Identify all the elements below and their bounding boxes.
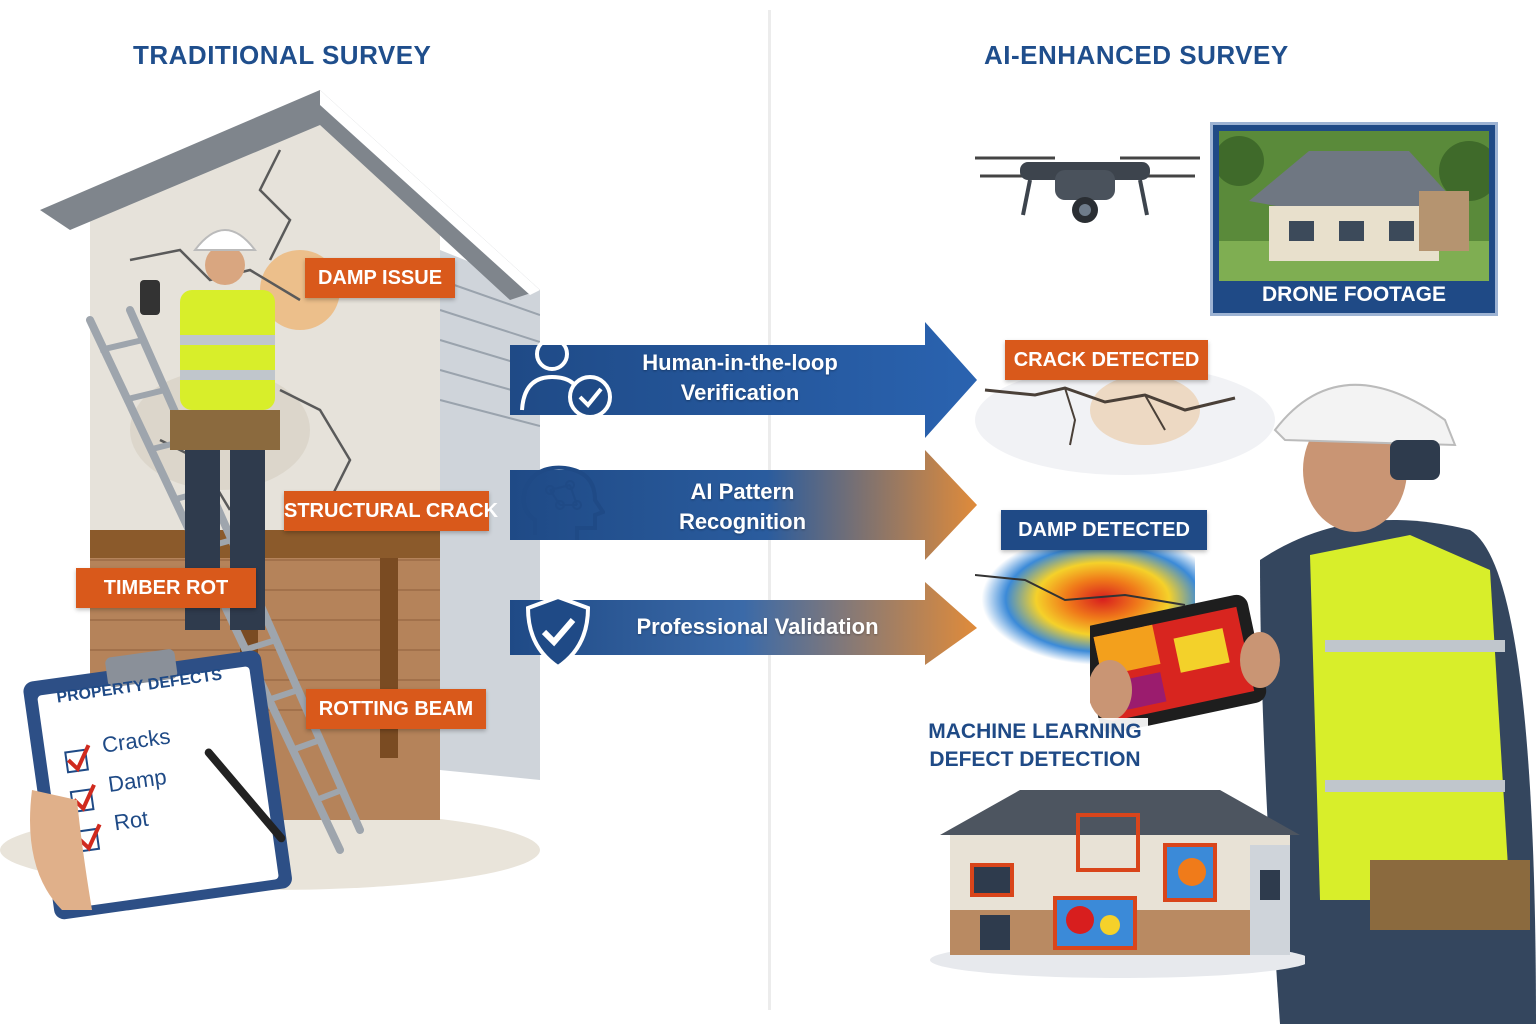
brain-icon: [521, 465, 605, 540]
ml-defect-detection-title: MACHINE LEARNING DEFECT DETECTION: [922, 718, 1148, 774]
damp-issue-label: DAMP ISSUE: [305, 258, 455, 298]
clipboard-item-rot: Rot: [112, 805, 150, 836]
flow-step-ai-recognition: AI Pattern Recognition: [610, 477, 875, 537]
aerial-house-photo: [1219, 131, 1489, 281]
flow-arrows: [510, 322, 977, 665]
flow-step-2-line1: AI Pattern: [690, 479, 795, 504]
traditional-survey-heading: TRADITIONAL SURVEY: [133, 40, 432, 70]
flow-step-3-line1: Professional Validation: [636, 614, 879, 639]
flow-step-1-line1: Human-in-the-loop: [642, 350, 838, 375]
defects-clipboard: PROPERTY DEFECTS Cracks Damp Rot: [22, 640, 292, 920]
ml-title-line2: DEFECT DETECTION: [929, 748, 1141, 771]
flow-step-human-verification: Human-in-the-loop Verification: [610, 348, 870, 408]
damp-detected-label: DAMP DETECTED: [1001, 510, 1207, 550]
flow-step-professional-validation: Professional Validation: [610, 612, 905, 642]
rotting-beam-label: ROTTING BEAM: [306, 689, 486, 729]
drone-footage-caption: DRONE FOOTAGE: [1262, 283, 1446, 306]
user-check-icon: [520, 337, 612, 417]
structural-crack-label: STRUCTURAL CRACK: [284, 491, 498, 531]
drone-footage-panel: DRONE FOOTAGE: [1210, 122, 1498, 316]
ml-title-line1: MACHINE LEARNING: [928, 720, 1142, 743]
flow-step-1-line2: Verification: [680, 380, 800, 405]
shield-check-icon: [525, 594, 591, 670]
ai-survey-heading: AI-ENHANCED SURVEY: [984, 40, 1289, 70]
crack-detected-label: CRACK DETECTED: [1005, 340, 1208, 380]
ai-surveyor-figure: [1090, 383, 1536, 1024]
ml-house-illustration: [930, 790, 1305, 978]
crack-detection-view: [975, 365, 1275, 475]
flow-step-2-line2: Recognition: [678, 509, 807, 534]
drone-icon: [975, 156, 1200, 223]
timber-rot-label: TIMBER ROT: [76, 568, 256, 608]
